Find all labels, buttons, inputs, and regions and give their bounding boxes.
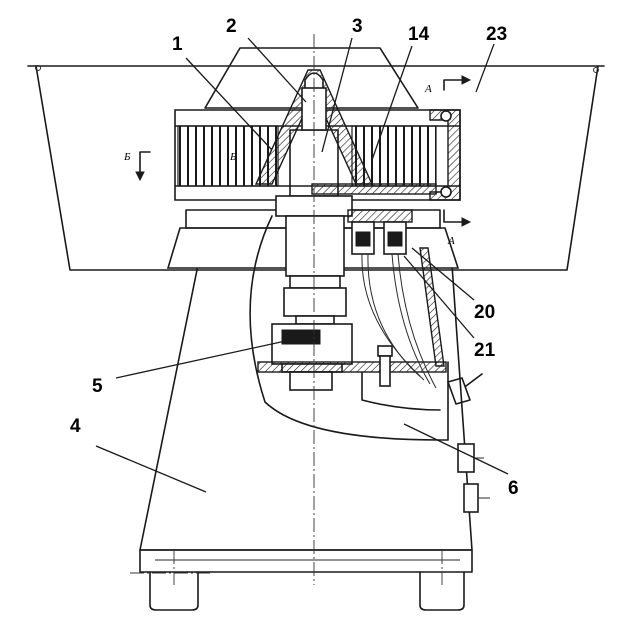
sensor-blocks <box>347 209 437 389</box>
callout-14: 14 <box>408 24 430 45</box>
section-mark-b-left: Б <box>123 151 131 163</box>
section-marks: А А Б Б <box>123 75 472 247</box>
leader-5 <box>115 339 291 379</box>
callout-6: 6 <box>508 478 519 499</box>
leader-1 <box>185 57 273 151</box>
centerlines <box>130 34 443 585</box>
section-mark-a-bottom: А <box>447 235 455 247</box>
callout-5: 5 <box>92 376 103 397</box>
rotor-drum <box>174 109 461 201</box>
leader-3 <box>321 37 353 153</box>
leader-lines <box>95 37 509 493</box>
callout-23: 23 <box>486 24 507 45</box>
bowl <box>27 65 605 271</box>
leader-21 <box>403 255 475 339</box>
side-controls <box>447 373 490 513</box>
leader-20 <box>411 247 475 301</box>
leader-23 <box>475 43 495 93</box>
callout-labels: 1 2 3 14 23 20 21 5 4 6 <box>70 16 519 499</box>
section-mark-a-top: А <box>424 83 432 95</box>
leader-14 <box>371 45 413 161</box>
callout-4: 4 <box>70 416 81 437</box>
base-feet <box>149 571 465 611</box>
leader-2 <box>247 37 307 103</box>
callout-2: 2 <box>226 16 237 37</box>
section-mark-b-inner: Б <box>229 151 237 163</box>
leader-6 <box>403 423 509 475</box>
shaft-column <box>271 195 353 391</box>
callout-3: 3 <box>352 16 363 37</box>
callout-1: 1 <box>172 34 183 55</box>
callout-21: 21 <box>474 340 496 361</box>
motor-bracket <box>249 215 449 441</box>
callout-20: 20 <box>474 302 495 323</box>
leader-4 <box>95 445 207 493</box>
